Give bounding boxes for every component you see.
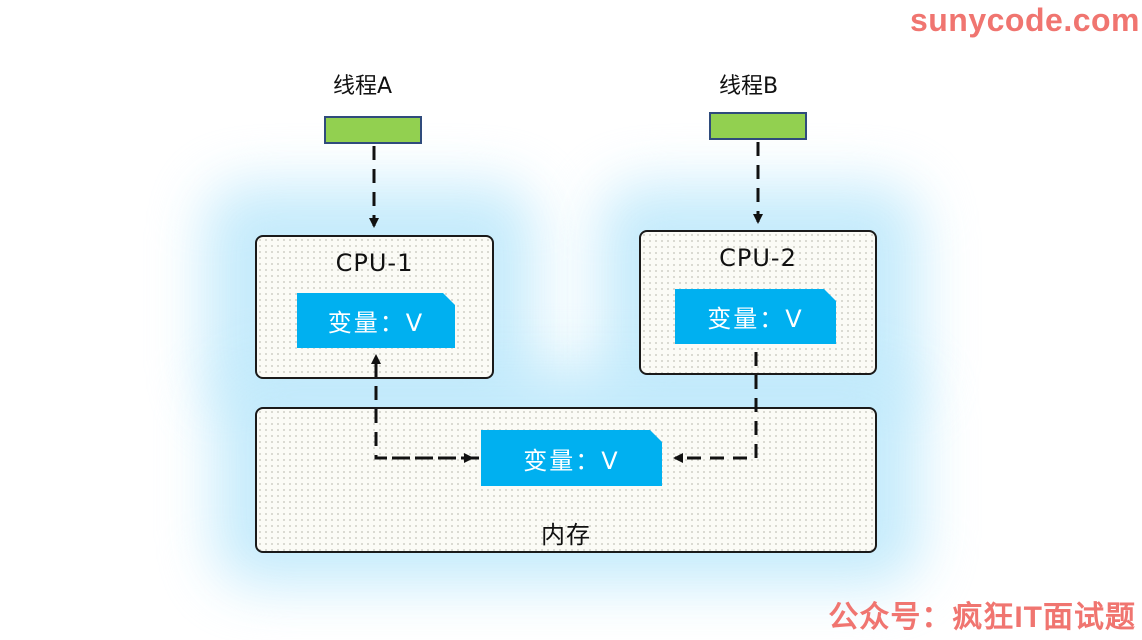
- cpu-2-title: CPU-2: [719, 244, 797, 272]
- watermark-account: 公众号：疯狂IT面试题: [828, 601, 1136, 634]
- cpu-1-variable: 变量：V: [297, 293, 455, 348]
- watermark-site: sunycode.com: [909, 2, 1140, 38]
- arrow-memory-to-cpu-1: [371, 354, 479, 460]
- memory-variable: 变量：V: [481, 430, 662, 486]
- cpu-1-title: CPU-1: [335, 249, 414, 277]
- thread-a-label: 线程A: [333, 74, 393, 99]
- cpu-2-variable: 变量：V: [675, 289, 836, 344]
- thread-b-block: [709, 112, 807, 140]
- thread-a-block: [324, 116, 422, 144]
- memory-title: 内存: [541, 521, 591, 549]
- thread-b-label: 线程B: [719, 74, 779, 99]
- arrow-cpu-2-to-memory: [673, 352, 758, 463]
